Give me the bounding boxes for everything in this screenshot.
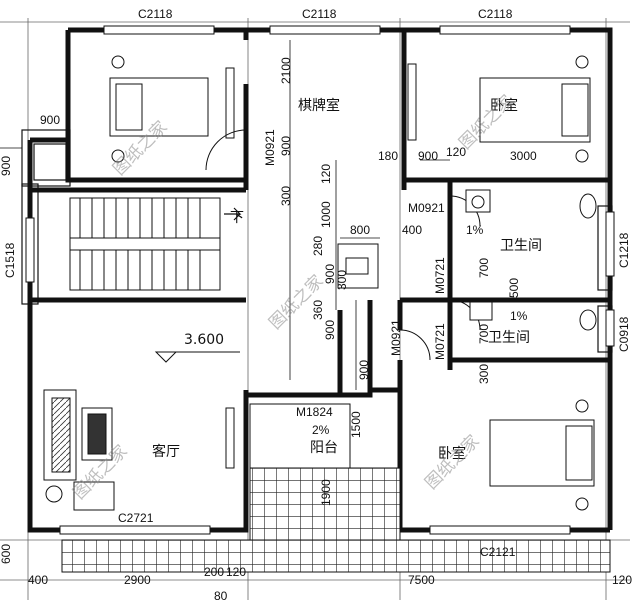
room-bedroom-top-right: 卧室 [490,97,518,114]
window-code-bedroom-bottom: C2121 [480,545,516,559]
dim-700a: 700 [477,258,491,278]
watermark-5: 图纸之家 [421,431,483,493]
room-study: 棋牌室 [298,97,340,114]
dim-bottom-600: 600 [0,544,13,564]
bathroom-fixtures [465,189,597,331]
dim-left-900: 900 [40,113,60,127]
dim-900d: 900 [357,360,371,380]
windows [25,25,615,535]
room-living: 客厅 [152,443,180,460]
elevation-marker [154,351,240,363]
window-code-living-bottom: C2721 [118,511,154,525]
staircase [69,197,242,291]
dim-120-r: 120 [446,145,466,159]
dim-bottom-120: 120 [226,565,246,579]
dimension-lines [0,40,590,390]
dim-300a: 300 [279,186,293,206]
door-code-bath2: M0721 [433,323,447,360]
dim-bottom-200: 200 [204,565,224,579]
dim-900-door: 900 [279,136,293,156]
slope-bath2: 1% [510,309,528,323]
slope-balcony: 2% [312,423,330,437]
elevation-value: 3.600 [184,332,224,348]
dim-1900: 1900 [319,479,333,506]
bed-top-right [479,55,591,163]
window-code-top-mid: C2118 [302,7,337,21]
room-balcony: 阳台 [310,440,338,456]
room-bedroom-bottom-right: 卧室 [438,445,466,462]
window-code-right-bath2: C0918 [617,316,631,352]
door-code-balcony: M1824 [296,405,333,419]
bed-top-left [109,55,209,163]
dim-700b: 700 [477,324,491,344]
dim-bottom-right-120: 120 [612,573,632,587]
window-code-top-left: C2118 [138,7,173,21]
window-code-left-stair: C1518 [3,242,17,278]
dim-bottom-80: 80 [214,589,228,603]
door-code-bedroom: M0921 [389,319,403,356]
dim-1000: 1000 [319,201,333,228]
dim-3000: 3000 [510,149,537,163]
dim-bottom-400: 400 [28,573,48,587]
dim-120a: 120 [319,164,333,184]
dim-1500: 1500 [349,411,363,438]
dim-900b: 900 [323,264,337,284]
frame-lines [21,129,613,353]
dim-900-r: 900 [418,149,438,163]
dim-400: 400 [402,223,422,237]
bottom-tile-strip [61,539,611,573]
dim-500: 500 [507,278,521,298]
door-code-bath1: M0721 [433,257,447,294]
dim-300c: 300 [477,364,491,384]
dim-360: 360 [311,300,325,320]
window-code-top-right: C2118 [478,7,513,21]
door-code-study: M0921 [263,129,277,166]
balcony-tile-floor [249,467,401,543]
window-code-right-bath1: C1218 [617,232,631,268]
room-bath1: 卫生间 [500,238,542,254]
slope-bath1: 1% [466,223,484,237]
dim-bottom-2900: 2900 [124,573,151,587]
room-bath2: 卫生间 [488,330,530,346]
sofa [43,389,115,511]
dim-300b: 300 [335,270,349,290]
dim-left-900-v: 900 [0,156,13,176]
dim-280: 280 [311,236,325,256]
door-code-bath-top: M0921 [408,201,445,215]
stair-label: 下 [230,210,244,226]
balcony-enclosure [249,403,351,469]
dim-800: 800 [350,223,370,237]
dim-180: 180 [378,149,398,163]
dim-2100: 2100 [279,57,293,84]
dim-bottom-7500: 7500 [408,573,435,587]
dim-900c: 900 [323,320,337,340]
bed-bottom-right [489,399,595,511]
